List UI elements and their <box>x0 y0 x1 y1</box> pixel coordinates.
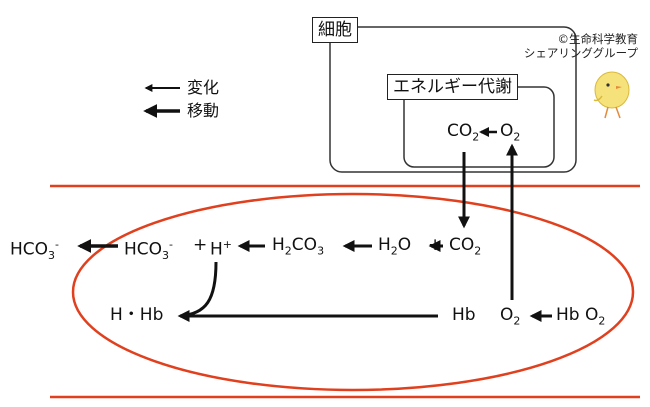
cell-co2: CO2 <box>447 121 480 144</box>
h-plus: H+ <box>210 238 233 260</box>
arrow-hplus-to-hhb <box>179 261 218 318</box>
hco3-inside: HCO3- <box>124 238 174 263</box>
cell-o2: O2 <box>500 121 521 144</box>
plus-sign-1: + <box>193 235 208 255</box>
o2-blood: O2 <box>500 305 521 328</box>
cell-title: 細胞 <box>312 17 358 43</box>
legend-move-label: 移動 <box>187 101 220 120</box>
legend-change-label: 変化 <box>187 78 220 97</box>
energy-metabolism-title: エネルギー代謝 <box>387 74 518 100</box>
h2o: H2O <box>378 235 412 258</box>
hbo2: Hb O2 <box>556 305 606 328</box>
h2co3: H2CO3 <box>272 235 325 258</box>
red-blood-cell-outline <box>71 192 635 392</box>
hhb: H・Hb <box>110 305 164 325</box>
chick-illustration <box>593 71 630 119</box>
credit-line-2: シェアリンググループ <box>523 46 638 60</box>
hb: Hb <box>452 305 476 325</box>
co2-blood: CO2 <box>449 235 482 258</box>
plus-sign-2: + <box>428 235 443 255</box>
credit-line-1: ©生命科学教育 <box>557 32 639 46</box>
credit-text: ©生命科学教育 シェアリンググループ <box>524 32 638 60</box>
hco3-outside: HCO3- <box>10 238 60 263</box>
cell-box <box>329 26 577 173</box>
